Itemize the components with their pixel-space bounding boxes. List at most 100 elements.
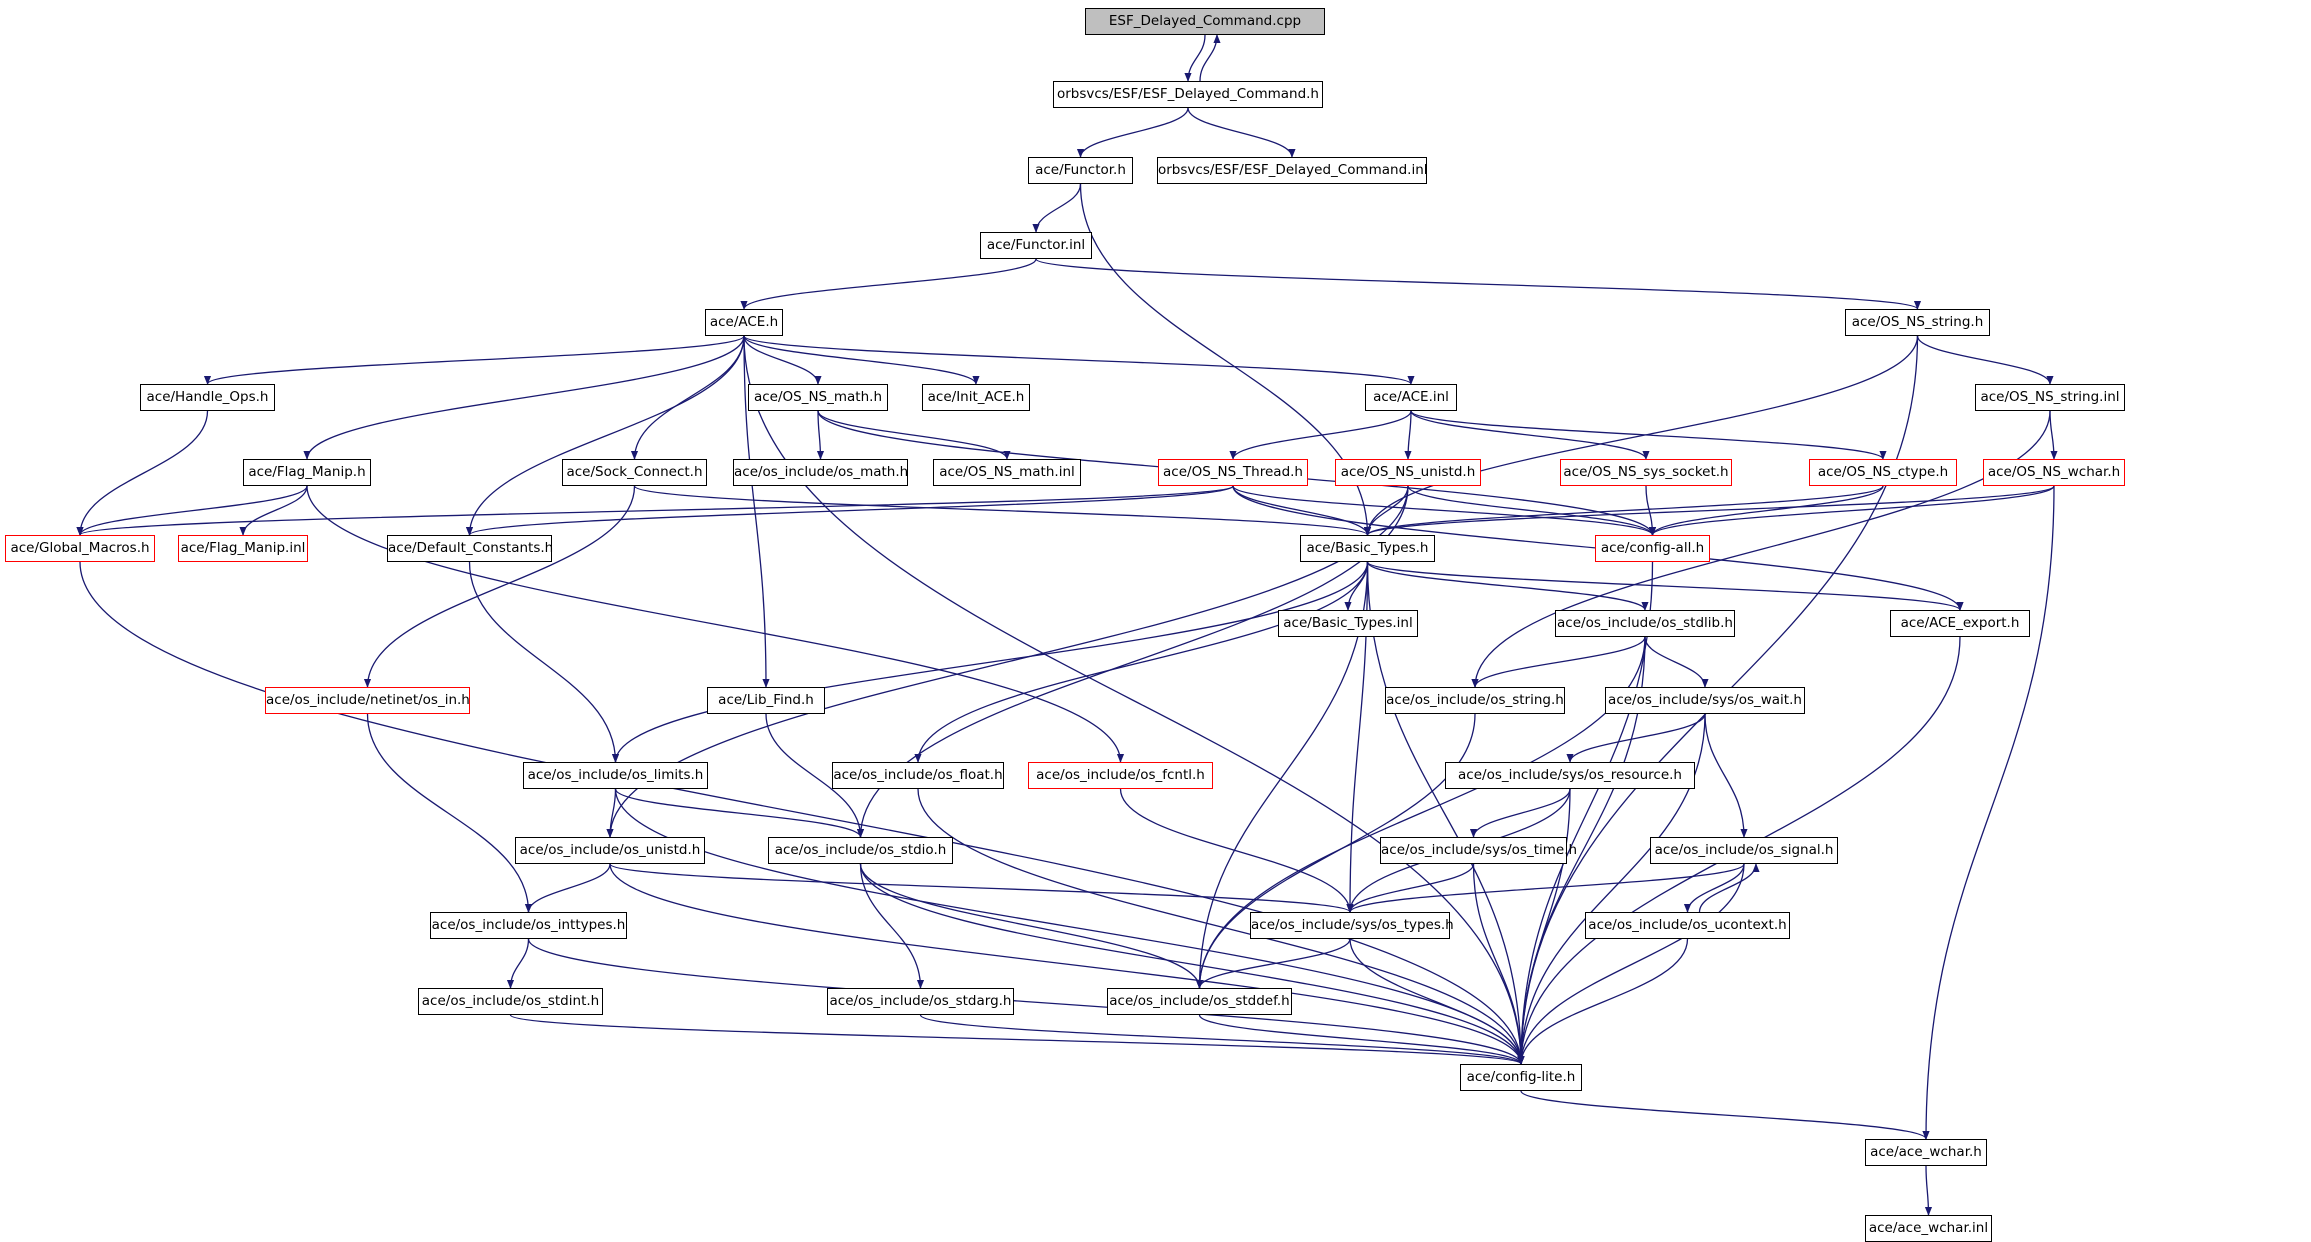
edge-n17-to-n25: [1407, 485, 1657, 536]
node-ace-os-ns-string-inl[interactable]: ace/OS_NS_string.inl: [1975, 384, 2125, 411]
node-ace-config-lite-h[interactable]: ace/config-lite.h: [1460, 1064, 1582, 1091]
node-ace-os-ns-unistd-h[interactable]: ace/OS_NS_unistd.h: [1335, 459, 1481, 486]
dependency-edges: [76, 34, 2058, 1216]
edge-n27-to-n31: [1471, 636, 1646, 688]
edge-n42-to-n46: [1195, 938, 1351, 989]
edge-n16-to-n21: [76, 485, 1234, 536]
node-ace-os-include-sys-os-types-h[interactable]: ace/os_include/sys/os_types.h: [1250, 912, 1454, 939]
edge-n43-to-n47: [1517, 938, 1689, 1065]
edge-n32-to-n40: [1704, 713, 1748, 838]
node-ace-ace-wchar-h[interactable]: ace/ace_wchar.h: [1865, 1139, 1987, 1166]
edge-n40-to-n42: [1346, 863, 1745, 913]
edge-n41-to-n47: [527, 938, 1525, 1065]
node-ace-os-include-os-limits-h[interactable]: ace/os_include/os_limits.h: [523, 762, 708, 789]
edge-n5-to-n9: [743, 335, 980, 385]
node-ace-os-include-sys-os-wait-h[interactable]: ace/os_include/sys/os_wait.h: [1605, 687, 1805, 714]
node-ace-os-ns-wchar-h[interactable]: ace/OS_NS_wchar.h: [1983, 459, 2125, 486]
node-ace-os-include-os-ucontext-h[interactable]: ace/os_include/os_ucontext.h: [1585, 912, 1790, 939]
edge-n24-to-n47: [1366, 561, 1525, 1065]
node-ace-os-include-os-float-h[interactable]: ace/os_include/os_float.h: [832, 762, 1004, 789]
node-ace-functor-inl[interactable]: ace/Functor.inl: [980, 232, 1092, 259]
edge-n5-to-n13: [630, 335, 745, 460]
edge-n33-to-n38: [614, 788, 865, 838]
edge-n38-to-n45: [859, 863, 925, 989]
node-ace-os-ns-math-h[interactable]: ace/OS_NS_math.h: [748, 384, 888, 411]
node-ace-os-include-os-math-h[interactable]: ace/os_include/os_math.h: [733, 459, 908, 486]
edge-n19-to-n24: [1364, 485, 1884, 536]
edge-n4-to-n6: [1035, 258, 1921, 310]
node-ace-os-include-os-stdlib-h[interactable]: ace/os_include/os_stdlib.h: [1555, 610, 1735, 637]
edge-n7-to-n21: [76, 410, 209, 536]
node-ace-os-include-os-inttypes-h[interactable]: ace/os_include/os_inttypes.h: [430, 912, 627, 939]
edge-n16-to-n24: [1232, 485, 1372, 536]
edge-n16-to-n25: [1232, 485, 1656, 536]
node-ace-os-ns-string-h[interactable]: ace/OS_NS_string.h: [1845, 309, 1990, 336]
edge-n32-to-n36: [1566, 713, 1706, 763]
edge-n33-to-n37: [606, 788, 617, 838]
node-ace-flag-manip-inl[interactable]: ace/Flag_Manip.inl: [178, 535, 308, 562]
node-ace-os-include-os-stddef-h[interactable]: ace/os_include/os_stddef.h: [1107, 988, 1292, 1015]
node-ace-ace-inl[interactable]: ace/ACE.inl: [1365, 384, 1457, 411]
edge-n39-to-n42: [1346, 863, 1475, 913]
edge-n30-to-n38: [765, 713, 865, 838]
edge-n10-to-n17: [1404, 410, 1412, 460]
edge-n32-to-n47: [1517, 713, 1706, 1065]
node-ace-ace-wchar-inl[interactable]: ace/ace_wchar.inl: [1865, 1215, 1992, 1242]
edge-n31-to-n46: [1195, 713, 1476, 989]
edge-n47-to-n48: [1520, 1090, 1930, 1140]
edge-n43-to-n40: [1698, 863, 1760, 913]
node-ace-os-ns-ctype-h[interactable]: ace/OS_NS_ctype.h: [1809, 459, 1957, 486]
edge-n12-to-n21: [76, 485, 308, 536]
node-ace-os-include-os-signal-h[interactable]: ace/os_include/os_signal.h: [1650, 837, 1838, 864]
node-ace-os-include-os-string-h[interactable]: ace/os_include/os_string.h: [1385, 687, 1565, 714]
edge-n46-to-n47: [1198, 1014, 1525, 1065]
edge-n10-to-n18: [1410, 410, 1650, 460]
node-ace-os-include-os-fcntl-h[interactable]: ace/os_include/os_fcntl.h: [1028, 762, 1213, 789]
node-ace-init-ace-h[interactable]: ace/Init_ACE.h: [922, 384, 1030, 411]
edge-n42-to-n47: [1349, 938, 1525, 1065]
edge-n20-to-n25: [1649, 485, 2055, 536]
node-ace-os-include-os-stdarg-h[interactable]: ace/os_include/os_stdarg.h: [827, 988, 1014, 1015]
node-ace-config-all-h[interactable]: ace/config-all.h: [1595, 535, 1710, 562]
node-ace-ace-export-h[interactable]: ace/ACE_export.h: [1890, 610, 2030, 637]
edge-n12-to-n22: [239, 485, 308, 536]
node-ace-os-include-sys-os-time-h[interactable]: ace/os_include/sys/os_time.h: [1380, 837, 1577, 864]
node-ace-os-ns-thread-h[interactable]: ace/OS_NS_Thread.h: [1158, 459, 1308, 486]
edge-n20-to-n24: [1364, 485, 2055, 536]
edge-n1-to-n2: [1076, 107, 1189, 158]
node-ace-lib-find-h[interactable]: ace/Lib_Find.h: [707, 687, 825, 714]
edge-n5-to-n23: [465, 335, 745, 536]
edge-n23-to-n33: [468, 561, 620, 763]
node-ace-ace-h[interactable]: ace/ACE.h: [705, 309, 783, 336]
edge-n16-to-n23: [466, 485, 1234, 536]
node-ace-os-include-os-stdio-h[interactable]: ace/os_include/os_stdio.h: [768, 837, 953, 864]
node-orbsvcs-esf-esf-delayed-command-h[interactable]: orbsvcs/ESF/ESF_Delayed_Command.h: [1053, 81, 1323, 108]
edge-n6-to-n24: [1363, 335, 1919, 536]
node-ace-os-ns-math-inl[interactable]: ace/OS_NS_math.inl: [933, 459, 1081, 486]
node-esf-delayed-command-cpp[interactable]: ESF_Delayed_Command.cpp: [1085, 8, 1325, 35]
node-ace-default-constants-h[interactable]: ace/Default_Constants.h: [387, 535, 553, 562]
edge-n24-to-n28: [1366, 561, 1964, 611]
node-ace-basic-types-h[interactable]: ace/Basic_Types.h: [1300, 535, 1435, 562]
node-ace-os-include-os-stdint-h[interactable]: ace/os_include/os_stdint.h: [418, 988, 603, 1015]
node-orbsvcs-esf-esf-delayed-command-inl[interactable]: orbsvcs/ESF/ESF_Delayed_Command.inl: [1157, 157, 1428, 184]
node-ace-os-include-os-unistd-h[interactable]: ace/os_include/os_unistd.h: [515, 837, 705, 864]
edge-n29-to-n41: [366, 713, 533, 913]
node-ace-os-ns-sys-socket-h[interactable]: ace/OS_NS_sys_socket.h: [1560, 459, 1732, 486]
node-ace-global-macros-h[interactable]: ace/Global_Macros.h: [5, 535, 155, 562]
edge-n1-to-n3: [1187, 107, 1296, 158]
node-ace-sock-connect-h[interactable]: ace/Sock_Connect.h: [562, 459, 707, 486]
node-ace-os-include-netinet-os-in-h[interactable]: ace/os_include/netinet/os_in.h: [265, 687, 470, 714]
edge-n10-to-n19: [1410, 410, 1887, 460]
node-ace-flag-manip-h[interactable]: ace/Flag_Manip.h: [243, 459, 371, 486]
edge-n10-to-n16: [1229, 410, 1412, 460]
edge-n45-to-n47: [919, 1014, 1525, 1065]
edge-n5-to-n10: [743, 335, 1415, 385]
node-ace-basic-types-inl[interactable]: ace/Basic_Types.inl: [1278, 610, 1418, 637]
node-ace-functor-h[interactable]: ace/Functor.h: [1028, 157, 1133, 184]
node-ace-os-include-sys-os-resource-h[interactable]: ace/os_include/sys/os_resource.h: [1445, 762, 1695, 789]
node-ace-handle-ops-h[interactable]: ace/Handle_Ops.h: [140, 384, 275, 411]
edge-n38-to-n46: [859, 863, 1204, 989]
edge-n24-to-n27: [1366, 561, 1649, 611]
edge-n5-to-n7: [204, 335, 745, 385]
